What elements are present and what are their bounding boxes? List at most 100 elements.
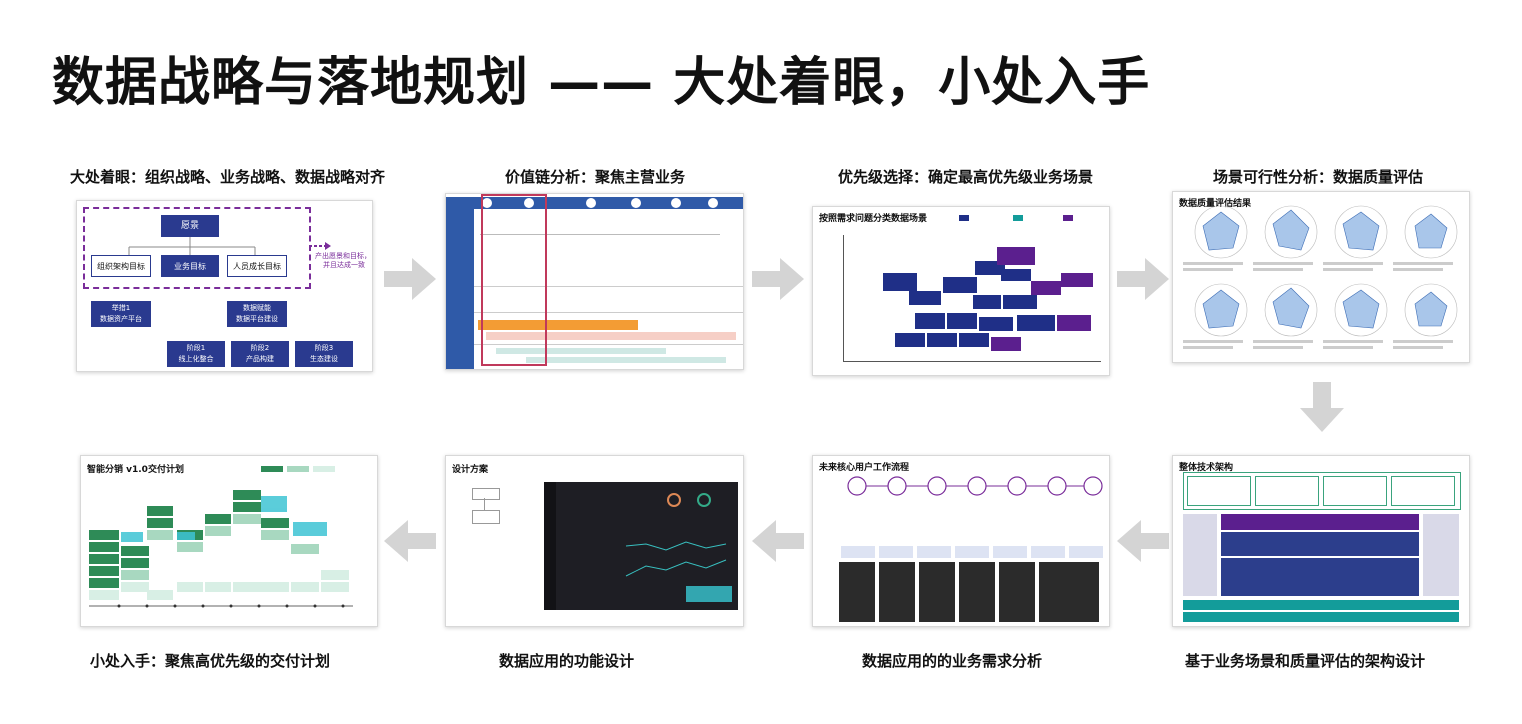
page-title: 数据战略与落地规划 —— 大处着眼，小处入手 — [52, 53, 1151, 113]
dashed-arrow-icon — [309, 242, 331, 250]
arch-bottom-band — [1183, 600, 1459, 610]
value-chain-panel — [445, 193, 744, 370]
initiative-1-label: 举措1 — [111, 304, 131, 312]
process-icon — [631, 198, 641, 208]
phase-3-box: 阶段3 生态建设 — [295, 341, 353, 367]
arch-layer — [1221, 514, 1419, 530]
scenario-block — [1031, 281, 1061, 295]
arrow-left-icon — [384, 520, 436, 562]
divider — [480, 234, 720, 235]
arrow-left-icon — [752, 520, 804, 562]
data-enable-box: 数据赋能 数据平台建设 — [227, 301, 287, 327]
vision-goals-frame — [83, 207, 311, 289]
scenario-block — [883, 273, 917, 291]
caption-value-chain: 价值链分析：聚焦主营业务 — [505, 168, 686, 186]
value-chain-sidebar — [446, 209, 474, 369]
caption-delivery-plan: 小处入手：聚焦高优先级的交付计划 — [90, 652, 331, 670]
scenario-block — [1017, 315, 1055, 331]
workflow-diagram — [839, 476, 1103, 622]
arrow-left-icon — [1117, 520, 1169, 562]
delivery-plan-panel: 智能分销 v1.0交付计划 — [80, 455, 378, 627]
process-icon — [586, 198, 596, 208]
phase-3-label: 阶段3 — [314, 344, 334, 352]
phase-1-box: 阶段1 线上化整合 — [167, 341, 225, 367]
arch-layer — [1221, 558, 1419, 596]
scenario-block — [927, 333, 957, 347]
data-quality-panel: 数据质量评估结果 — [1172, 191, 1470, 363]
arch-right-column — [1423, 514, 1459, 596]
phase-2-label: 阶段2 — [250, 344, 270, 352]
flow-node — [472, 488, 500, 500]
divider — [474, 286, 743, 287]
caption-feasibility: 场景可行性分析：数据质量评估 — [1213, 168, 1424, 186]
flow-node — [472, 510, 500, 524]
talent-goal-box: 人员成长目标 — [227, 255, 287, 277]
phase-3-desc: 生态建设 — [310, 355, 338, 363]
radar-grid — [1183, 205, 1458, 349]
workflow-heading: 未来核心用户工作流程 — [819, 463, 910, 473]
functional-design-panel: 设计方案 — [445, 455, 744, 627]
phase-1-label: 阶段1 — [186, 344, 206, 352]
scenario-block — [1001, 269, 1031, 281]
initiative-1-desc: 数据资产平台 — [100, 315, 142, 323]
orange-band — [478, 320, 638, 330]
pink-band — [486, 332, 736, 340]
initiative-1-box: 举措1 数据资产平台 — [91, 301, 151, 327]
architecture-heading: 整体技术架构 — [1179, 463, 1234, 473]
scenario-block — [979, 317, 1013, 331]
arrow-right-icon — [1117, 258, 1169, 300]
quality-heading: 数据质量评估结果 — [1179, 199, 1252, 209]
architecture-panel: 整体技术架构 — [1172, 455, 1470, 627]
scenario-block — [997, 247, 1035, 265]
arch-layer — [1221, 532, 1419, 556]
process-icon — [708, 198, 718, 208]
arch-left-column — [1183, 514, 1217, 596]
align-note-line2: 并且达成一致 — [323, 261, 365, 269]
x-axis — [843, 361, 1101, 362]
arch-box — [1323, 476, 1387, 506]
scenario-block — [1057, 315, 1091, 331]
process-icon — [482, 198, 492, 208]
scenario-block — [1003, 295, 1037, 309]
arch-box — [1187, 476, 1251, 506]
arch-top-frame — [1183, 472, 1461, 510]
phase-2-desc: 产品构建 — [246, 355, 274, 363]
legend-swatch — [261, 466, 283, 472]
phase-2-box: 阶段2 产品构建 — [231, 341, 289, 367]
teal-band — [526, 357, 726, 363]
focus-highlight-frame — [481, 194, 547, 366]
biz-goal-box: 业务目标 — [161, 255, 219, 277]
scenario-block — [915, 313, 945, 329]
caption-requirements: 数据应用的的业务需求分析 — [862, 652, 1043, 670]
strategy-alignment-panel: 愿景 组织架构目标 业务目标 人员成长目标 产出愿景和目标， 并且达成一致 举措… — [76, 200, 373, 372]
scenario-block — [959, 333, 989, 347]
divider — [474, 312, 743, 313]
tree-connector — [128, 237, 256, 259]
legend-swatch — [1013, 215, 1023, 221]
dashboard-charts — [625, 493, 732, 602]
dashboard-sidebar — [544, 482, 556, 610]
scenario-block — [895, 333, 925, 347]
delivery-heading: 智能分销 v1.0交付计划 — [87, 465, 184, 475]
phase-1-desc: 线上化整合 — [178, 355, 214, 363]
process-icon — [524, 198, 534, 208]
arch-bottom-band — [1183, 612, 1459, 622]
scenario-block — [973, 295, 1001, 309]
divider — [474, 344, 743, 345]
caption-architecture: 基于业务场景和质量评估的架构设计 — [1185, 652, 1426, 670]
legend-swatch — [287, 466, 309, 472]
scenario-block — [943, 277, 977, 293]
requirements-panel: 未来核心用户工作流程 — [812, 455, 1110, 627]
org-goal-box: 组织架构目标 — [91, 255, 151, 277]
arrow-down-icon — [1300, 382, 1344, 432]
legend-swatch — [313, 466, 335, 472]
scenario-block — [909, 291, 941, 305]
vision-box: 愿景 — [161, 215, 219, 237]
flow-connector — [484, 498, 485, 510]
scenario-block — [991, 337, 1021, 351]
caption-strategy-alignment: 大处着眼：组织战略、业务战略、数据战略对齐 — [70, 168, 386, 186]
align-note-line1: 产出愿景和目标， — [315, 252, 371, 260]
design-heading: 设计方案 — [452, 465, 489, 475]
scenario-block — [1061, 273, 1093, 287]
teal-band — [496, 348, 666, 354]
